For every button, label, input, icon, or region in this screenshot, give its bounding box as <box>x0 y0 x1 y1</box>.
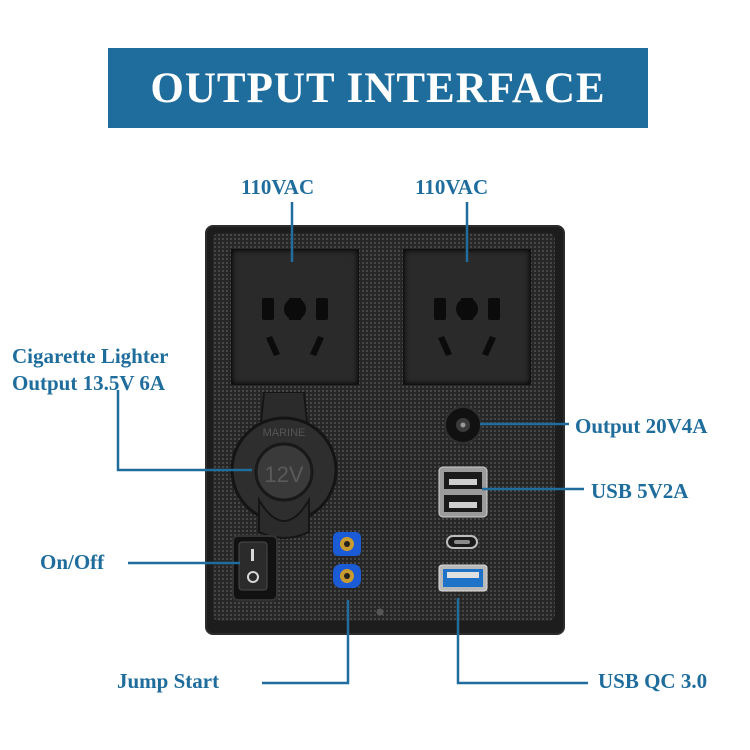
label-cigarette-line1: Cigarette Lighter <box>12 344 169 368</box>
label-usb-5v2a: USB 5V2A <box>591 479 689 503</box>
label-output-20v4a: Output 20V4A <box>575 414 708 438</box>
ac-outlet-left <box>231 249 359 385</box>
label-on-off: On/Off <box>40 550 105 574</box>
usb-c-port <box>446 535 478 549</box>
ac-outlet-right <box>403 249 531 385</box>
label-cigarette-line2: Output 13.5V 6A <box>12 371 166 395</box>
socket-12v-text: 12V <box>264 462 303 487</box>
label-usb-qc3: USB QC 3.0 <box>598 669 708 693</box>
cigarette-lighter-socket: MARINE 12V <box>230 392 338 539</box>
power-switch-icon <box>238 541 268 591</box>
usb-qc3-port <box>438 564 488 592</box>
label-cigarette-lighter: Cigarette Lighter Output 13.5V 6A <box>12 343 168 397</box>
power-switch[interactable] <box>232 535 278 601</box>
page-title: OUTPUT INTERFACE <box>150 64 606 112</box>
device-panel: MARINE 12V <box>205 225 565 635</box>
outlet-slots-icon <box>262 298 328 356</box>
screw-icon <box>376 608 384 616</box>
usb-5v2a-ports <box>438 466 488 518</box>
outlet-slots-icon <box>434 298 500 356</box>
dc-output-port <box>444 406 482 444</box>
label-jump-start: Jump Start <box>117 669 220 693</box>
label-110vac-left: 110VAC <box>241 175 315 199</box>
socket-cap-text: MARINE <box>263 427 306 439</box>
title-banner: OUTPUT INTERFACE <box>108 48 648 128</box>
label-110vac-right: 110VAC <box>415 175 489 199</box>
jump-start-connectors <box>333 532 361 588</box>
